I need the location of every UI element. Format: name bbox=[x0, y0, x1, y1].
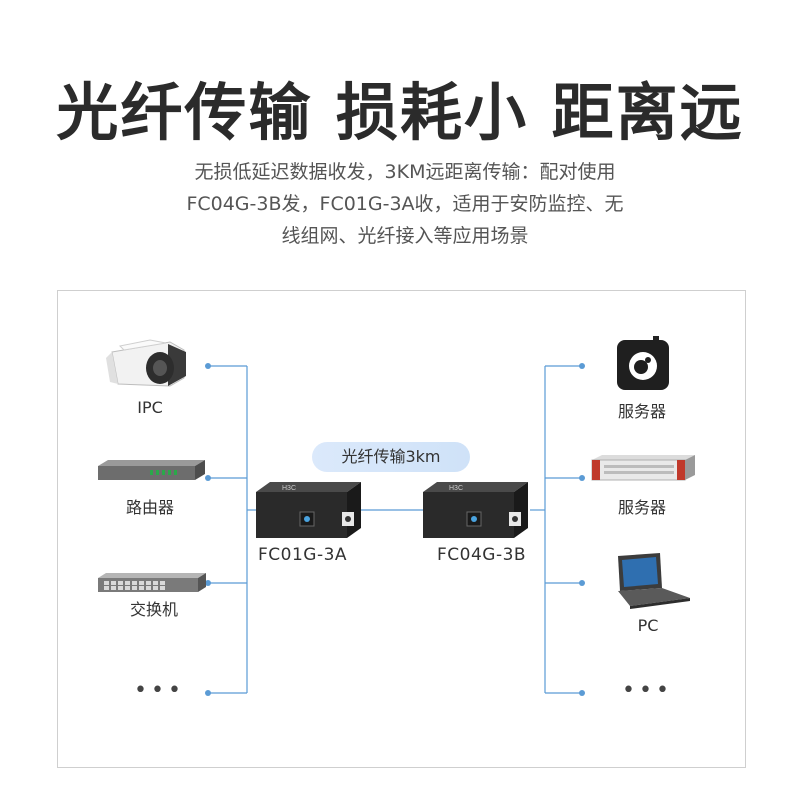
right-connection-lines bbox=[530, 365, 582, 694]
switch-icon bbox=[98, 573, 206, 592]
right-device-label-server-2: 服务器 bbox=[617, 498, 666, 517]
left-connection-lines bbox=[208, 365, 262, 694]
left-more-dots: ••• bbox=[134, 678, 185, 703]
rack-server-icon bbox=[591, 455, 695, 481]
laptop-icon bbox=[618, 553, 690, 609]
fiber-link-label: 光纤传输3km bbox=[312, 442, 470, 472]
subtitle: 无损低延迟数据收发，3KM远距离传输：配对使用 FC04G-3B发，FC01G-… bbox=[140, 156, 670, 252]
converter-left-icon: H3C bbox=[256, 482, 361, 538]
converter-left-brand: H3C bbox=[282, 485, 296, 492]
headline: 光纤传输 损耗小 距离远 bbox=[56, 76, 744, 149]
left-device-label-switch: 交换机 bbox=[129, 600, 178, 619]
converter-right-label: FC04G-3B bbox=[437, 545, 527, 565]
ipc-camera-icon bbox=[106, 339, 186, 387]
subtitle-line-2: FC04G-3B发，FC01G-3A收，适用于安防监控、无 bbox=[186, 193, 624, 215]
right-more-dots: ••• bbox=[622, 678, 673, 703]
router-icon bbox=[98, 460, 205, 480]
converter-left-label: FC01G-3A bbox=[258, 545, 348, 565]
server-box-icon bbox=[617, 336, 669, 390]
right-device-label-pc: PC bbox=[637, 616, 659, 635]
left-device-label-router: 路由器 bbox=[125, 498, 174, 517]
right-device-label-server-1: 服务器 bbox=[617, 402, 666, 421]
subtitle-line-3: 线组网、光纤接入等应用场景 bbox=[281, 225, 529, 247]
left-device-label-ipc: IPC bbox=[137, 398, 163, 417]
converter-right-brand: H3C bbox=[449, 485, 463, 492]
subtitle-line-1: 无损低延迟数据收发，3KM远距离传输：配对使用 bbox=[194, 161, 616, 183]
converter-right-icon: H3C bbox=[423, 482, 528, 538]
